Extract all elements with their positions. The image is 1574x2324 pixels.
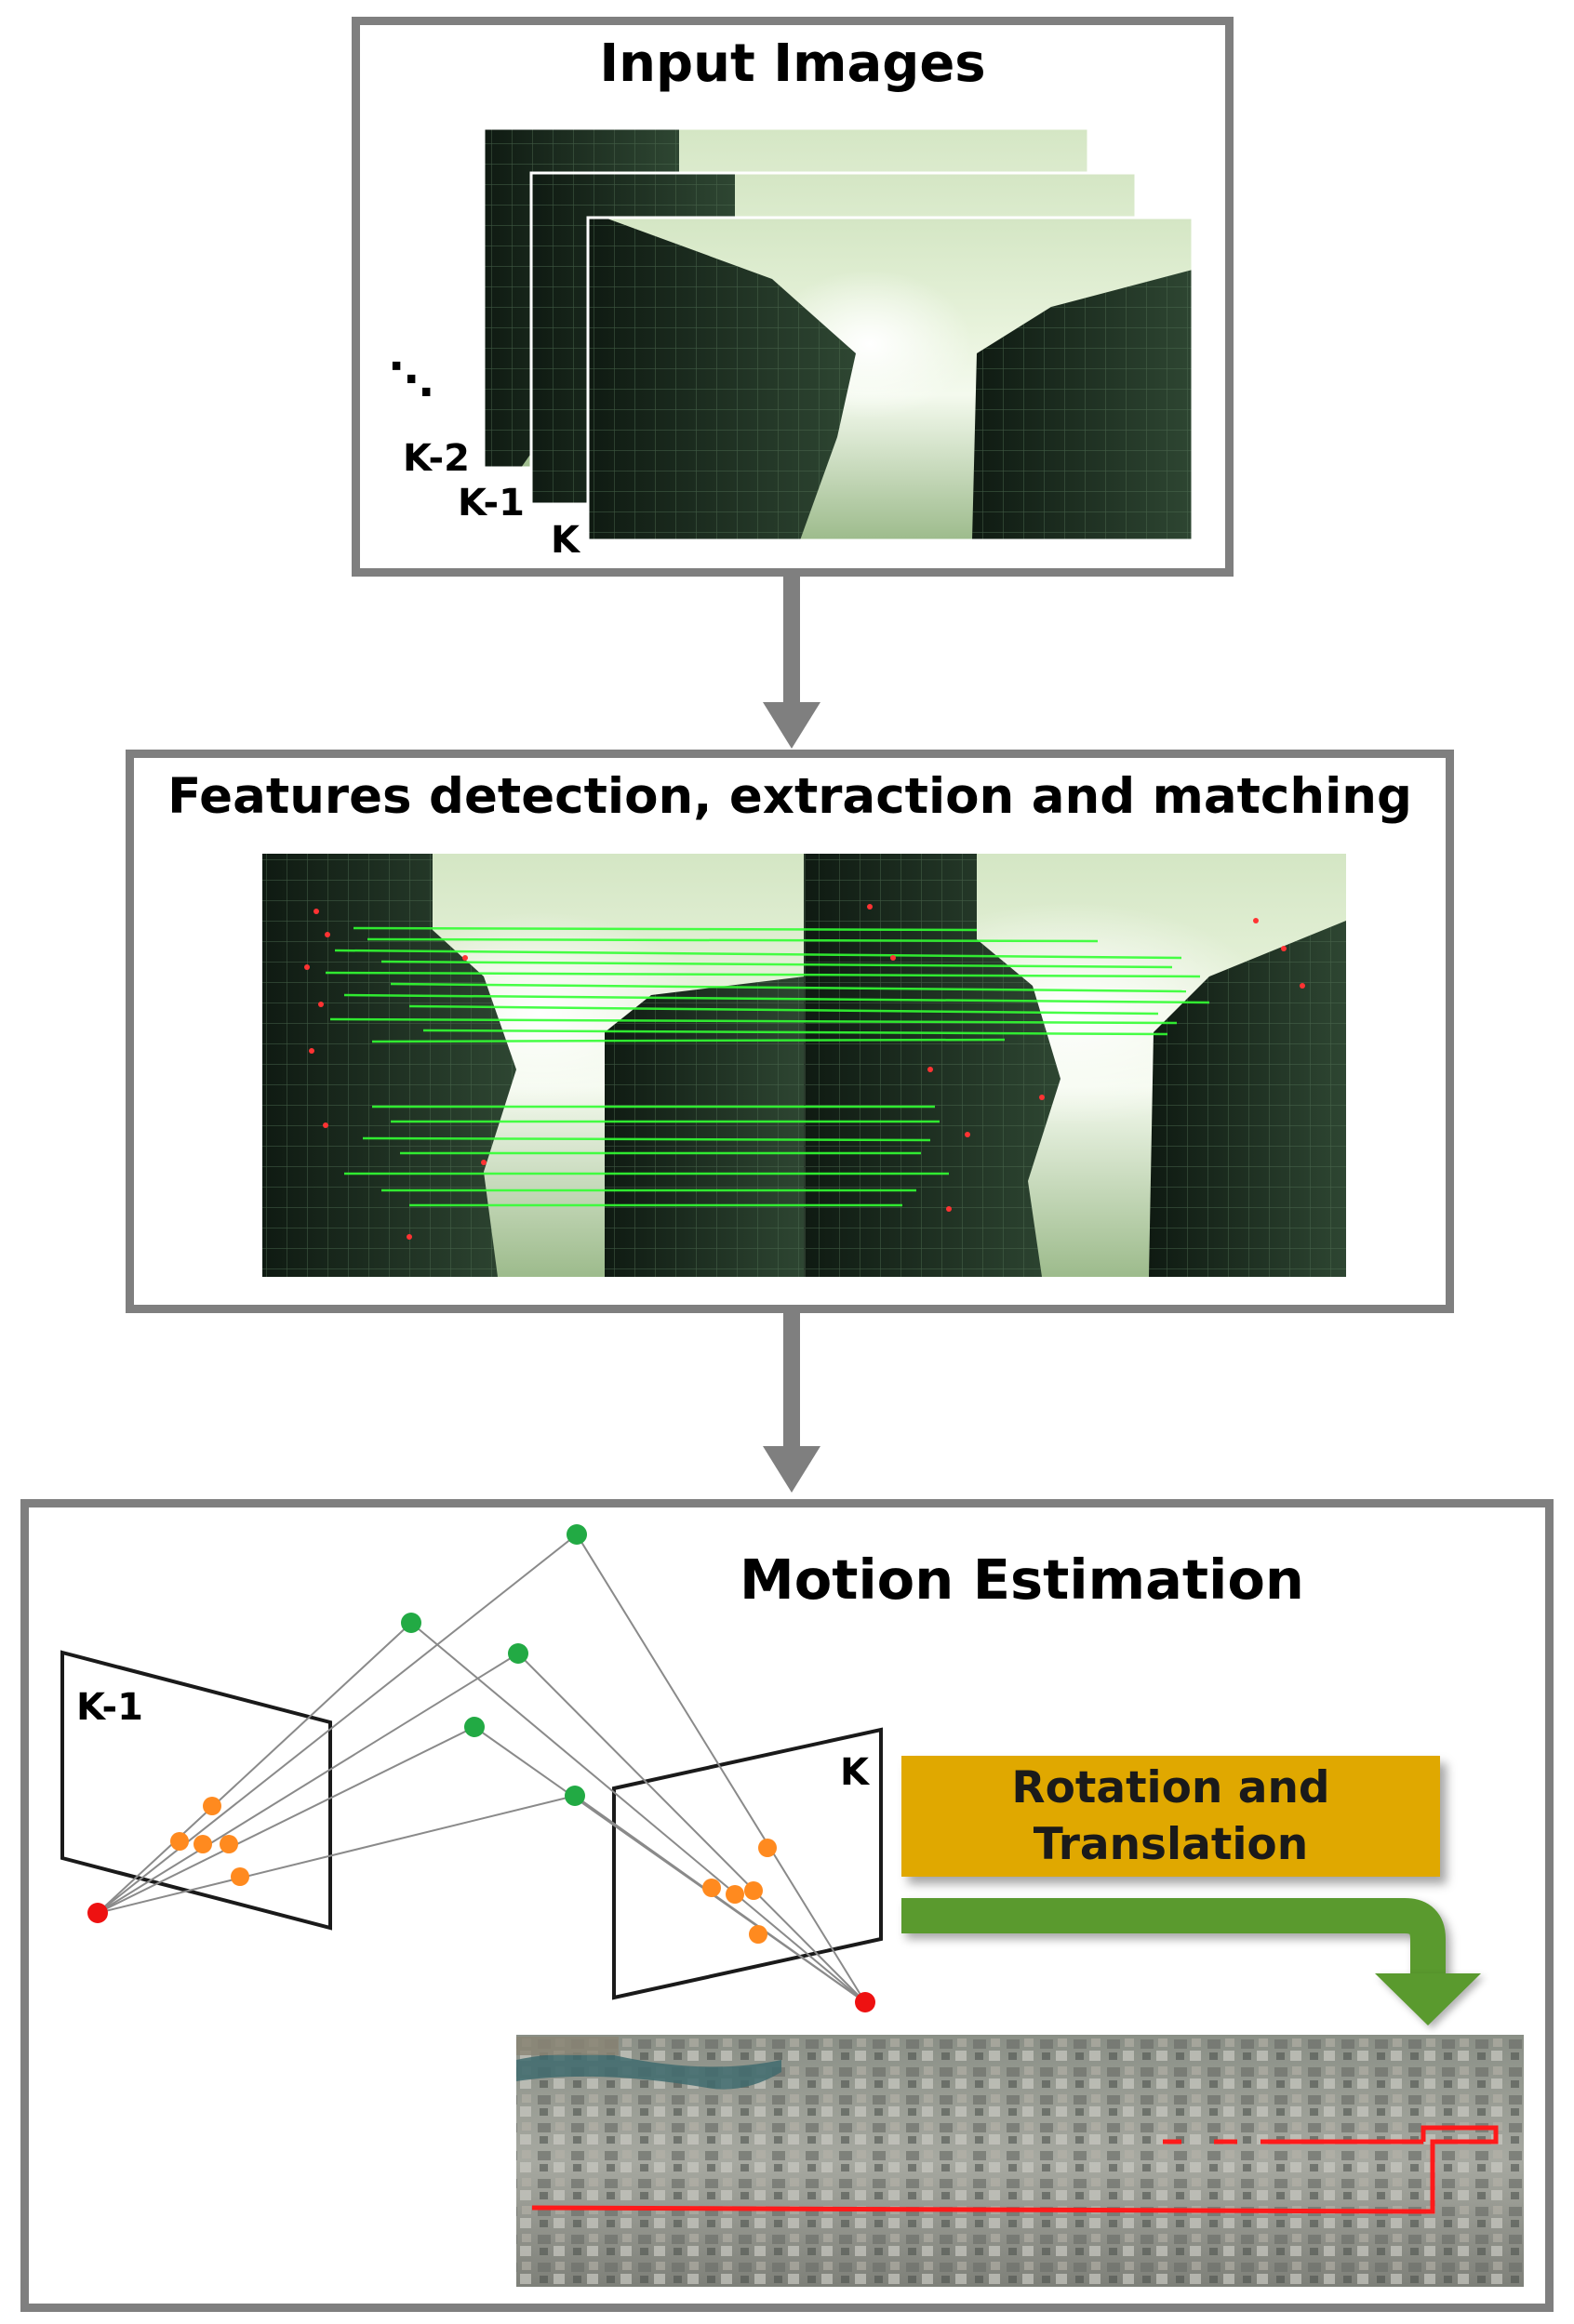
frame-label-k-2: K-2 bbox=[403, 437, 470, 480]
feature-keypoints bbox=[304, 904, 1305, 1240]
stack-ellipsis: ⋱ bbox=[389, 353, 434, 405]
flow-arrow-2 bbox=[763, 1313, 820, 1493]
rotation-translation-box: Rotation and Translation bbox=[901, 1756, 1440, 1877]
image-keypoints-k bbox=[702, 1839, 777, 1944]
frame-label-k: K bbox=[551, 519, 580, 562]
camera-center-k-1 bbox=[87, 1903, 108, 1923]
trajectory-path bbox=[531, 2125, 1499, 2214]
green-transform-arrow bbox=[901, 1898, 1481, 2025]
motion-estimation-title: Motion Estimation bbox=[740, 1547, 1304, 1612]
camera-plane-k-1 bbox=[60, 1650, 332, 1931]
camera-center-k bbox=[855, 1992, 875, 2012]
features-title: Features detection, extraction and match… bbox=[167, 768, 1412, 825]
frame-label-k-1: K-1 bbox=[458, 482, 525, 525]
camera-label-k-1: K-1 bbox=[76, 1686, 143, 1729]
frame-k bbox=[588, 218, 1193, 540]
camera-plane-k bbox=[612, 1727, 883, 2000]
rotation-translation-line-1: Rotation and bbox=[1011, 1761, 1330, 1813]
camera-label-k: K bbox=[840, 1751, 869, 1794]
aerial-trajectory-map bbox=[516, 2035, 1524, 2287]
world-points bbox=[401, 1524, 587, 1806]
input-images-title: Input Images bbox=[599, 33, 986, 94]
rays-camera-k-1 bbox=[97, 1534, 578, 1914]
image-keypoints-k-1 bbox=[170, 1797, 249, 1886]
flow-arrow-1 bbox=[763, 577, 820, 749]
feature-match-lines bbox=[325, 926, 1210, 1207]
rotation-translation-line-2: Translation bbox=[1033, 1819, 1309, 1870]
rays-camera-k bbox=[410, 1534, 866, 2003]
